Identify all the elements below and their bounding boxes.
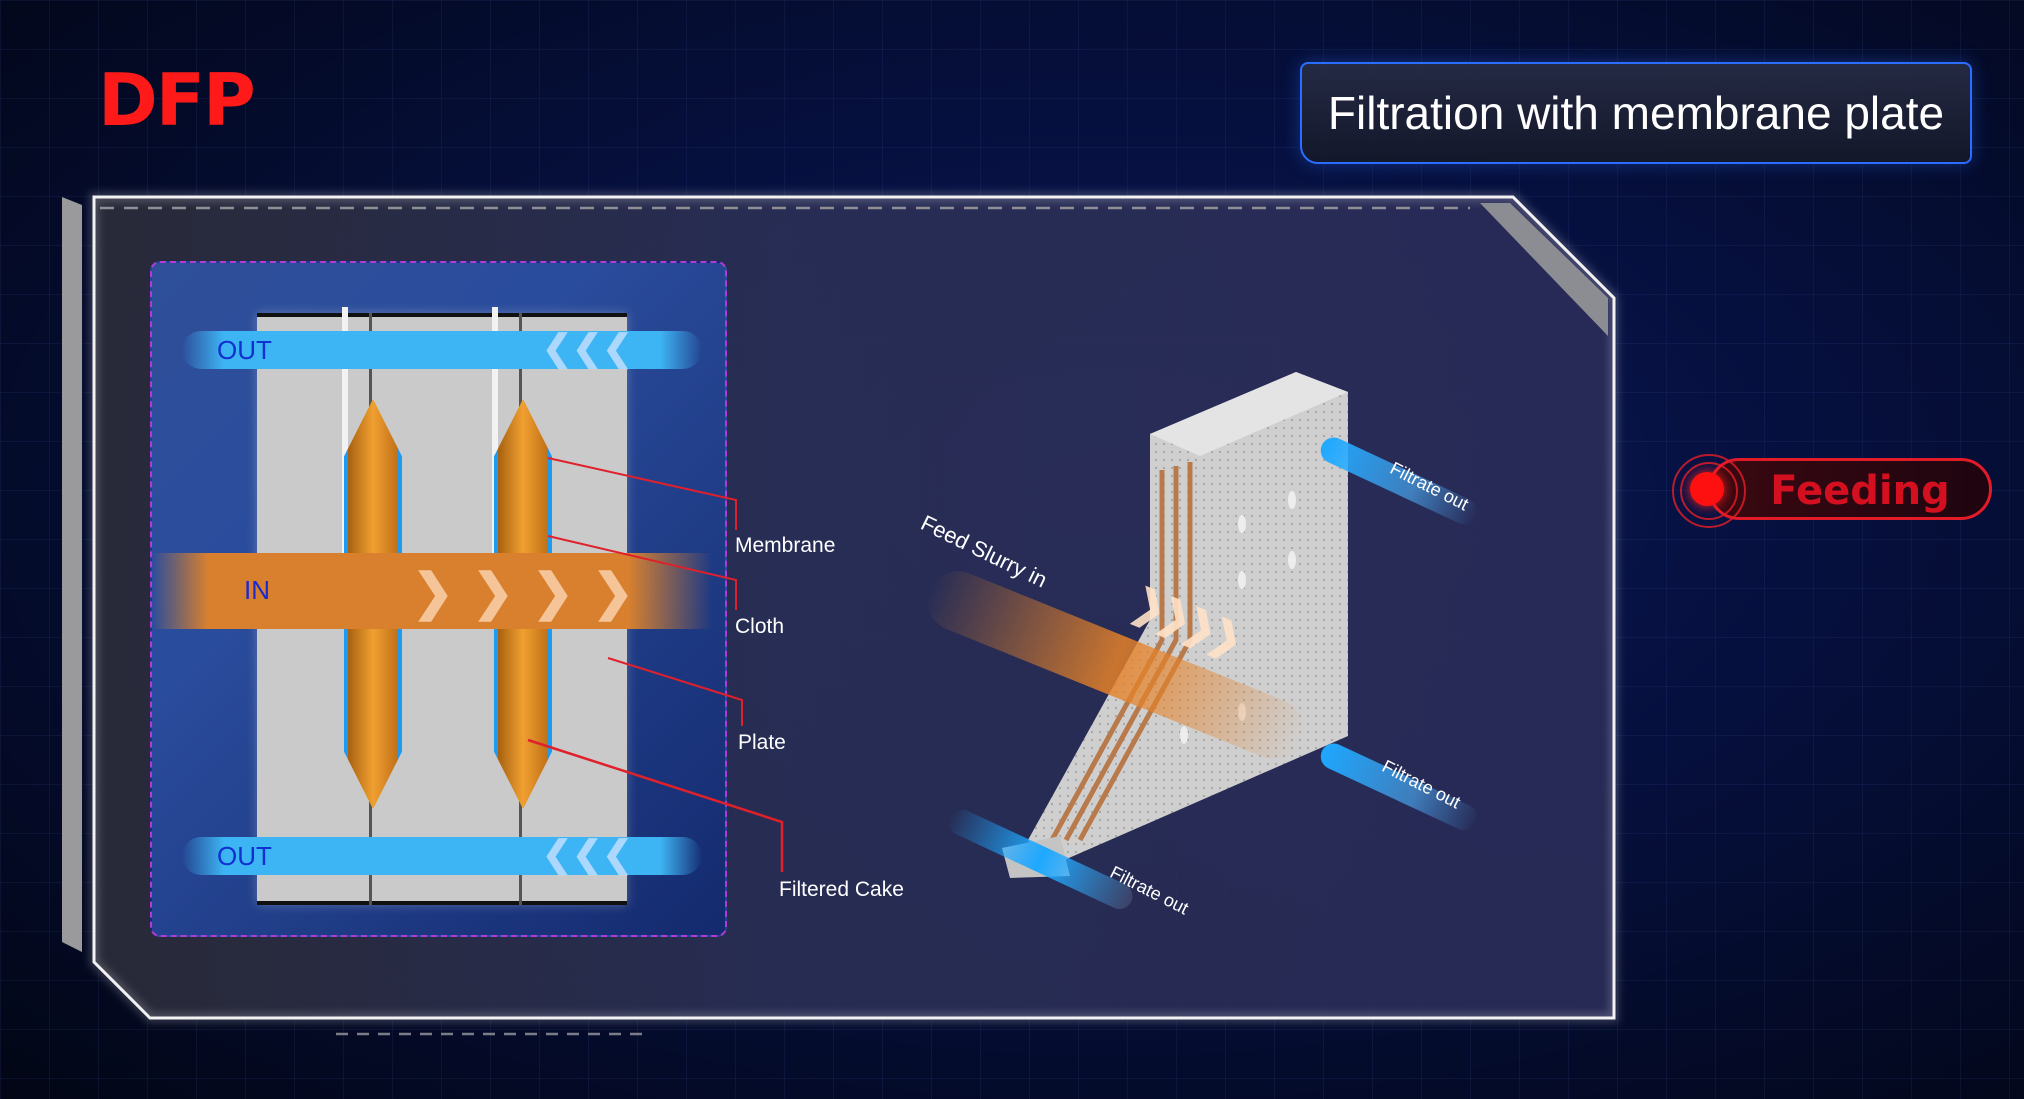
status-label: Feeding xyxy=(1770,468,1950,514)
frame-side-accent xyxy=(62,197,82,952)
in-label: IN xyxy=(244,575,270,605)
filtrate-out-pipe-top: OUT ❮❮❮ xyxy=(182,327,702,369)
chevron-right-icon: ❯ xyxy=(472,564,514,620)
status-badge: Feeding xyxy=(1670,454,1992,528)
callout-membrane: Membrane xyxy=(735,534,836,557)
filtrate-out-pipe-bottom: OUT ❮❮❮ xyxy=(182,833,702,875)
title-panel: Filtration with membrane plate xyxy=(1300,62,1972,164)
out-label: OUT xyxy=(217,841,272,871)
cross-section-diagram: OUT ❮❮❮ IN ❯ ❯ ❯ ❯ OUT ❮❮❮ xyxy=(150,261,727,937)
chevron-left-icon: ❮❮❮ xyxy=(542,833,633,874)
pulse-ring xyxy=(1680,462,1738,520)
feed-in-pipe: IN ❯ ❯ ❯ ❯ xyxy=(152,553,712,629)
pulse-ring xyxy=(1672,454,1746,528)
record-dot-icon xyxy=(1690,472,1724,506)
page-title: Filtration with membrane plate xyxy=(1327,87,1945,139)
chevron-right-icon: ❯ xyxy=(412,564,454,620)
chevron-right-icon: ❯ xyxy=(592,564,634,620)
dfp-logo: DFP xyxy=(98,58,256,142)
callout-filtered-cake: Filtered Cake xyxy=(779,878,904,901)
callout-cloth: Cloth xyxy=(735,615,785,638)
chevron-right-icon: ❯ xyxy=(532,564,574,620)
callout-plate: Plate xyxy=(738,731,786,754)
out-label: OUT xyxy=(217,335,272,365)
chevron-left-icon: ❮❮❮ xyxy=(542,327,633,368)
